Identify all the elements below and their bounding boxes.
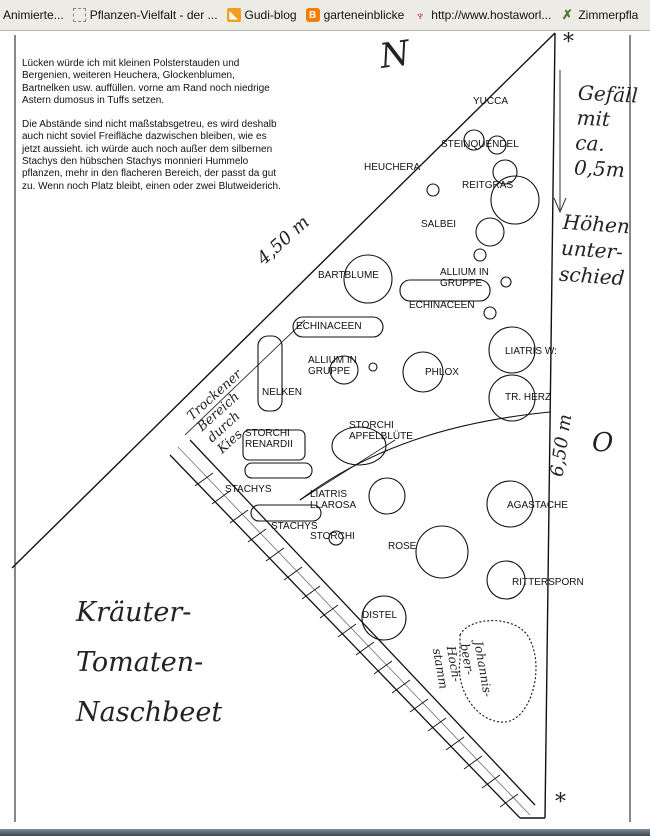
plant-circle [488,326,536,374]
plant-circle [331,426,387,466]
bookmark-pflanzen-vielfalt[interactable]: Pflanzen-Vielfalt - der ... [70,8,224,22]
x-icon: ✗ [561,7,573,22]
taskbar-strip [0,829,650,836]
label-liatris-larosa: LIATRIS LLAROSA [310,489,357,511]
plant-circle [488,374,536,422]
label-stachys-2: STACHYS [271,521,318,532]
plant-circle [475,217,505,247]
plant-circle [328,530,344,546]
diagonal-edge-line [11,32,556,569]
currant-bush-outline [458,620,537,723]
plant-circle [426,183,440,197]
blogger-icon: B [305,8,320,22]
label-rittersporn: RITTERSPORN [512,577,584,588]
plant-rect [257,335,283,412]
leaf-icon: ♆ [415,7,426,23]
north-marker: N [377,33,413,77]
rss-icon: ◣ [226,8,241,22]
plant-circle [486,480,534,528]
bookmark-label: Pflanzen-Vielfalt - der ... [89,8,218,22]
label-tr-herz: TR. HERZ [505,392,552,403]
bookmark-label: Zimmerpfla [578,8,639,22]
intro-paragraph-1: Lücken würde ich mit kleinen Polsterstau… [22,58,270,106]
note-gefaelle: Gefäll mit ca. 0,5m [573,80,639,183]
garden-plan-page [0,31,650,829]
plant-rect [242,429,306,461]
label-allium-2: ALLIUM IN GRUPPE [308,355,357,377]
label-phlox: PHLOX [425,367,459,378]
page-icon [72,8,86,22]
note-hoehenunterschied: Höhen unter- schied [558,209,631,291]
plant-circle [490,175,540,225]
label-echinaceen-1: ECHINACEEN [409,300,475,311]
label-echinaceen-2: ECHINACEEN [296,321,362,332]
plant-circle [500,276,512,288]
label-distel: DISTEL [362,610,398,621]
bookmarks-toolbar: Animierte... Pflanzen-Vielfalt - der ...… [0,0,650,31]
label-storchi-renardii: STORCHI RENARDII [245,428,293,450]
right-edge-line [544,32,556,819]
bookmark-garteneinblicke[interactable]: B garteneinblicke [303,8,411,22]
plant-circle [487,135,507,155]
label-stachys-1: STACHYS [225,484,272,495]
intro-paragraph-2: Die Abstände sind nicht maßstabsgetreu, … [22,119,281,192]
bookmark-label: http://www.hostaworl... [431,8,552,22]
bookmark-label: Animierte... [3,8,64,22]
plant-circle [463,129,485,151]
east-marker: O [592,428,614,458]
slope-curve-branch [299,439,396,501]
bookmark-label: garteneinblicke [323,8,405,22]
note-johannisbeere: Johannis- beer- Hoch- stamm [429,640,495,699]
plant-shapes [242,129,540,723]
plant-circle [486,560,526,600]
label-storchi-3: STORCHI [310,531,355,542]
label-allium-1: ALLIUM IN GRUPPE [440,267,489,289]
plant-circle [402,351,444,393]
label-liatris-w: LIATRIS W: [505,346,557,357]
plant-circle [368,477,406,515]
plant-rect [244,462,313,479]
star-top-icon: * [563,30,574,55]
bookmark-animierte[interactable]: Animierte... [0,8,70,22]
plant-circle [415,525,469,579]
label-heuchera: HEUCHERA [364,162,421,173]
plant-circle [361,595,407,641]
plant-circle [483,306,497,320]
note-kraeuter-beet: Kräuter- Tomaten- Naschbeet [76,597,223,728]
label-bartblume: BARTBLUME [318,270,379,281]
label-storchi-apfelbluete: STORCHI APFELBLÜTE [349,420,413,442]
plant-circle [343,254,393,304]
bookmark-label: Gudi-blog [244,8,297,22]
bookmark-gudi-blog[interactable]: ◣ Gudi-blog [224,8,303,22]
intro-text: Lücken würde ich mit kleinen Polsterstau… [22,58,284,205]
label-steinquendel: STEINQUENDEL [441,139,519,150]
label-salbei: SALBEI [421,219,457,230]
plant-rect [250,504,322,522]
label-rose: ROSE [388,541,417,552]
label-yucca: YUCCA [473,96,509,107]
arrowhead-icon [553,197,567,214]
bookmark-zimmerpfla[interactable]: ✗ Zimmerpfla [557,7,644,22]
label-reitgras: REITGRAS [462,180,514,191]
star-bottom-icon: * [555,790,566,815]
plant-rect [399,279,491,302]
plant-rect [292,316,384,338]
dry-zone-line [184,319,306,436]
plant-circle [329,355,359,385]
slope-curve [299,411,551,501]
bookmark-hostaworld[interactable]: ♆ http://www.hostaworl... [410,7,557,23]
plant-circle [492,159,518,185]
label-nelken: NELKEN [262,387,303,398]
plant-circle [368,362,378,372]
plant-circle [473,248,487,262]
label-agastache: AGASTACHE [507,500,568,511]
